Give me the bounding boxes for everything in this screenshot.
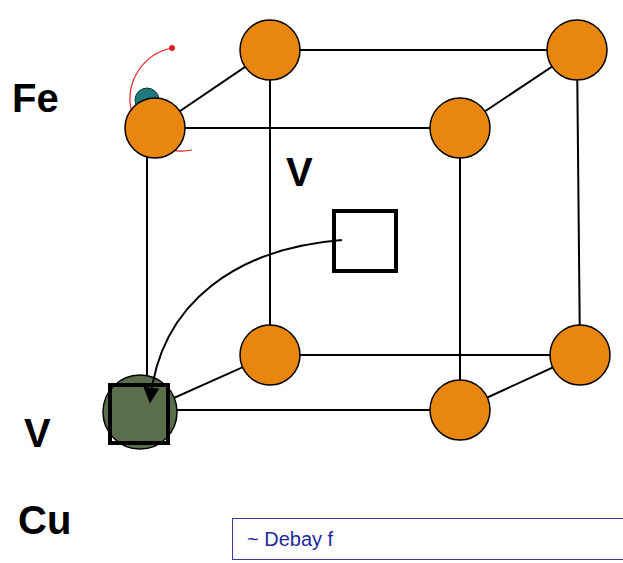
fe-atoms: [240, 20, 610, 440]
element-label: Fe: [12, 78, 59, 118]
vacancy-square: [334, 211, 396, 271]
element-label: Cu: [18, 500, 71, 540]
vacancy-square: [110, 385, 168, 443]
vacancy-label: V: [24, 413, 51, 453]
orbit-dot: [169, 45, 175, 51]
vacancy-label: V: [286, 152, 313, 192]
note-text: ~ Debay f: [247, 529, 333, 549]
note-box: ~ Debay f: [232, 518, 623, 560]
cube-edges: [147, 50, 580, 410]
cu-atom: [103, 375, 177, 449]
fe-atom: [125, 98, 185, 158]
jump-arrow: [150, 240, 342, 402]
